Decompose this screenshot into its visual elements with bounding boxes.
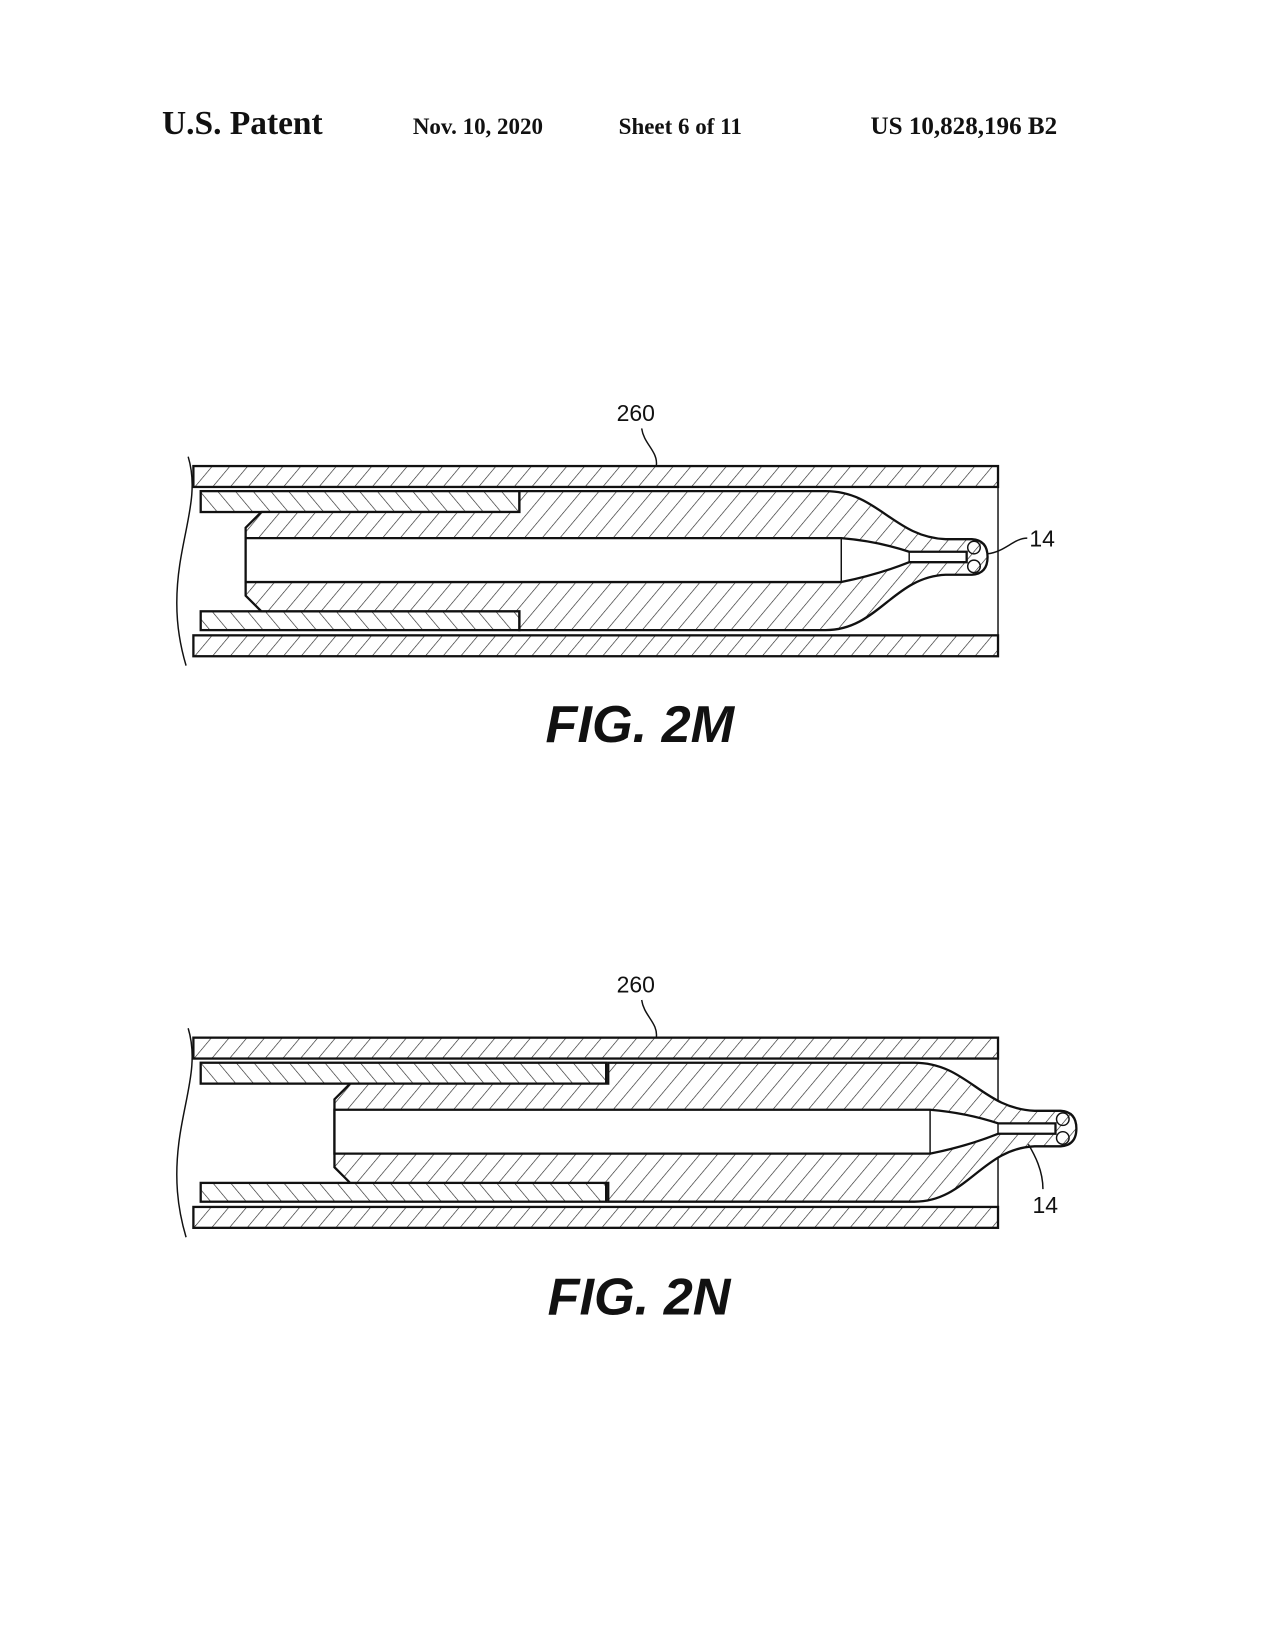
outer-tube-top-wall <box>192 464 1000 489</box>
sheet-number: Sheet 6 of 11 <box>619 114 742 139</box>
sleeve-bottom <box>199 610 521 632</box>
ref-label-14: 14 <box>1032 1192 1058 1218</box>
sleeve-top <box>199 489 521 514</box>
sleeve-bottom <box>199 1181 608 1203</box>
patent-label: U.S. Patent <box>162 105 323 142</box>
outer-tube-top-wall <box>192 1036 1000 1060</box>
ref-label-260: 260 <box>617 400 655 426</box>
nozzle-body <box>333 1061 1078 1203</box>
ref-label-14: 14 <box>1029 526 1055 552</box>
ref-label-260: 260 <box>617 972 655 998</box>
patent-date: Nov. 10, 2020 <box>413 114 543 139</box>
figure-caption: FIG. 2M <box>546 696 736 754</box>
sleeve-top <box>199 1061 608 1085</box>
patent-number: US 10,828,196 B2 <box>871 113 1058 140</box>
outer-tube-bottom-wall <box>192 1205 1000 1229</box>
outer-tube-bottom-wall <box>192 634 1000 658</box>
nozzle-body <box>244 489 989 632</box>
figure-2n: 260 14 FIG. 2N <box>176 972 1078 1327</box>
figure-caption: FIG. 2N <box>548 1269 732 1327</box>
figure-2m: 260 14 FIG. 2M <box>176 400 1055 754</box>
